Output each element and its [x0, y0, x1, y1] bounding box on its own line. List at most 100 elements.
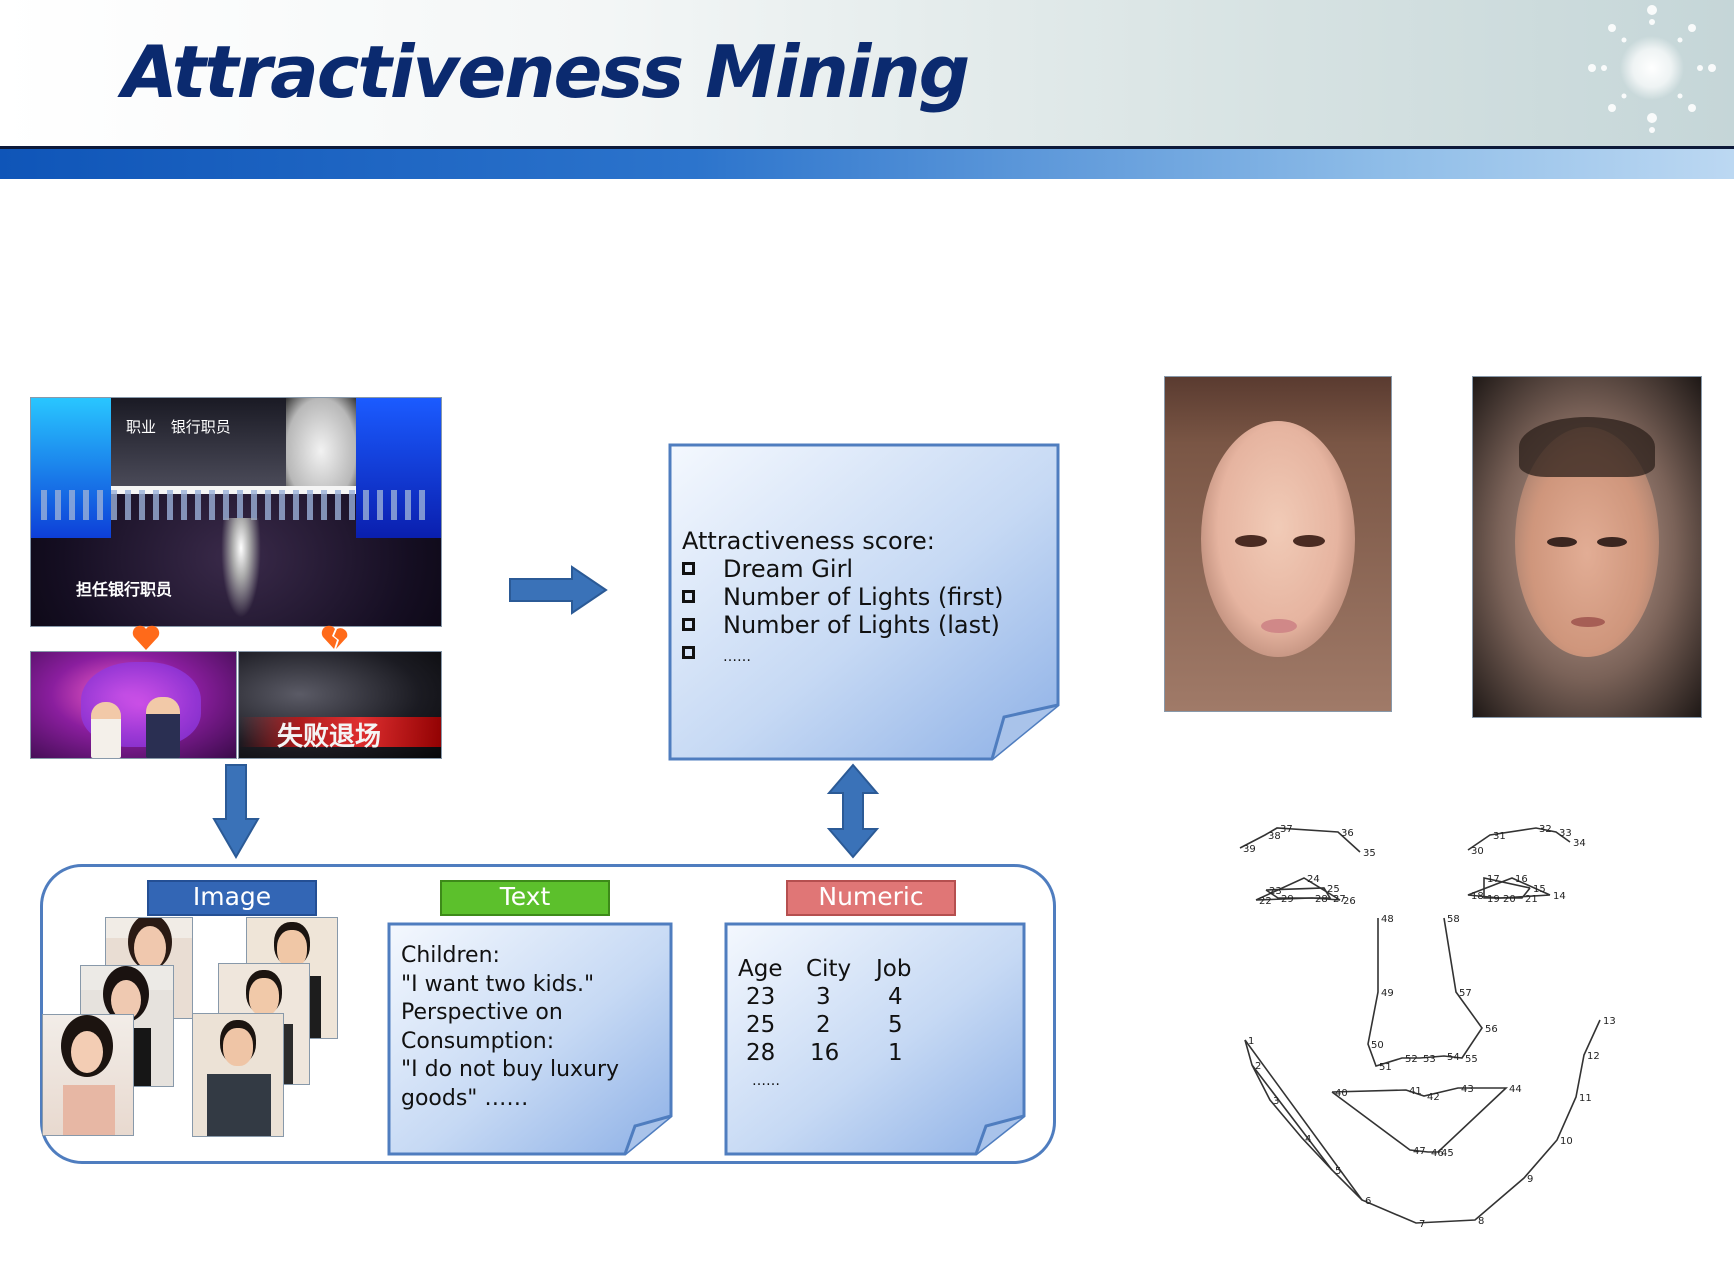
- table-cell: 1: [888, 1040, 903, 1066]
- landmark-contour: [1239, 827, 1361, 853]
- text-note-line: goods" ……: [401, 1085, 529, 1111]
- text-note-line: Consumption:: [401, 1028, 555, 1054]
- mouth: [1261, 619, 1297, 633]
- header-rule: [0, 146, 1734, 149]
- table-cell: 4: [888, 984, 903, 1010]
- mouth: [1571, 617, 1605, 627]
- matched-couple-photo: [30, 651, 237, 759]
- checkbox-icon: [682, 618, 695, 631]
- table-cell: 28: [746, 1040, 776, 1066]
- face-oval: [1201, 421, 1355, 657]
- landmark-contour: [1467, 827, 1571, 851]
- landmark-label: 14: [1553, 891, 1566, 902]
- score-note-shape: [668, 443, 1060, 761]
- caption-failed-exit: 失败退场: [277, 722, 382, 752]
- sun-logo-icon: [1588, 5, 1716, 133]
- landmark-label: 52: [1405, 1054, 1418, 1065]
- landmark-label: 2: [1255, 1061, 1261, 1072]
- landmark-label: 3: [1273, 1096, 1279, 1107]
- landmark-label: 9: [1527, 1174, 1533, 1185]
- right-arrow-icon: [509, 565, 608, 615]
- face: [71, 1031, 103, 1073]
- score-item: Dream Girl: [682, 555, 1003, 583]
- checkbox-icon: [682, 590, 695, 603]
- landmark-label: 42: [1427, 1092, 1440, 1103]
- score-heading: Attractiveness score:: [682, 527, 935, 555]
- image-label: Image: [147, 880, 317, 916]
- landmark-label: 18: [1471, 891, 1484, 902]
- female-portrait: [42, 1014, 134, 1136]
- score-note: Attractiveness score: Dream Girl Number …: [682, 527, 1003, 671]
- face: [111, 980, 141, 1020]
- text-label: Text: [440, 880, 610, 916]
- landmark-label: 48: [1381, 914, 1394, 925]
- landmark-label: 8: [1478, 1216, 1484, 1227]
- landmark-label: 34: [1573, 838, 1586, 849]
- bidirectional-arrow-icon: [826, 763, 880, 859]
- stage-spotlight: [221, 518, 261, 618]
- table-cell: 23: [746, 984, 776, 1010]
- landmark-label: 20: [1503, 894, 1516, 905]
- page-title: Attractiveness Mining: [122, 30, 970, 114]
- landmark-label: 26: [1343, 896, 1356, 907]
- checkbox-icon: [682, 562, 695, 575]
- column-header: City: [806, 956, 852, 982]
- caption-occupation-value: 银行职员: [170, 418, 231, 436]
- landmark-label: 37: [1280, 824, 1293, 835]
- landmark-label: 7: [1419, 1219, 1425, 1230]
- table-row: 25 2 5: [738, 1011, 936, 1039]
- landmark-label: 36: [1341, 828, 1354, 839]
- landmark-label: 47: [1413, 1146, 1426, 1157]
- landmark-label: 44: [1509, 1084, 1522, 1095]
- table-cell: 25: [746, 1012, 776, 1038]
- landmark-label: 56: [1485, 1024, 1498, 1035]
- text-note-line: Perspective on: [401, 1000, 563, 1025]
- table-cell: 5: [888, 1012, 903, 1038]
- table-cell: 3: [816, 984, 831, 1010]
- landmark-label: 58: [1447, 914, 1460, 925]
- male-portrait: [192, 1013, 284, 1137]
- contestant-woman: [91, 702, 121, 758]
- right-eye: [1293, 535, 1325, 547]
- numeric-table: Age City Job 23 3 4 25 2 5 28 16 1 ……: [738, 955, 936, 1095]
- caption-job-description: 担任银行职员: [76, 580, 173, 599]
- landmark-contour: [1265, 887, 1332, 899]
- column-header: Job: [876, 956, 912, 982]
- landmark-label: 55: [1465, 1054, 1478, 1065]
- face: [223, 1028, 253, 1066]
- failed-exit-photo: 失败退场: [238, 651, 442, 759]
- landmark-label: 40: [1335, 1088, 1348, 1099]
- landmark-label: 17: [1487, 874, 1500, 885]
- landmark-label: 28: [1315, 894, 1328, 905]
- audience-lights: [41, 490, 431, 520]
- average-female-face: [1164, 376, 1392, 712]
- column-header: Age: [738, 956, 783, 982]
- landmark-label: 54: [1447, 1052, 1460, 1063]
- landmark-label: 1: [1248, 1036, 1254, 1047]
- text-note-line: "I do not buy luxury: [401, 1057, 620, 1082]
- landmark-contour: [1251, 1064, 1333, 1171]
- landmark-contour: [1483, 877, 1531, 899]
- face: [134, 926, 166, 970]
- left-eye: [1547, 537, 1577, 547]
- red-banner: [239, 717, 441, 747]
- landmark-label: 45: [1441, 1148, 1454, 1159]
- table-row: 23 3 4: [738, 983, 936, 1011]
- table-ellipsis: ……: [752, 1073, 780, 1089]
- landmark-contour: [1467, 877, 1551, 899]
- landmark-label: 11: [1579, 1093, 1592, 1104]
- score-item: Number of Lights (last): [682, 611, 1003, 639]
- score-item: Number of Lights (first): [682, 583, 1003, 611]
- face: [277, 930, 307, 968]
- text-note-line: Children:: [401, 943, 500, 968]
- numeric-note-shape: [724, 922, 1026, 1156]
- landmark-label: 22: [1259, 896, 1272, 907]
- landmark-label: 12: [1587, 1051, 1600, 1062]
- landmark-contour: [1367, 917, 1483, 1067]
- landmark-label: 13: [1603, 1016, 1616, 1027]
- header-band: [0, 149, 1734, 179]
- landmark-label: 50: [1371, 1040, 1384, 1051]
- landmark-label: 38: [1268, 831, 1281, 842]
- numeric-table-header: Age City Job: [738, 955, 936, 983]
